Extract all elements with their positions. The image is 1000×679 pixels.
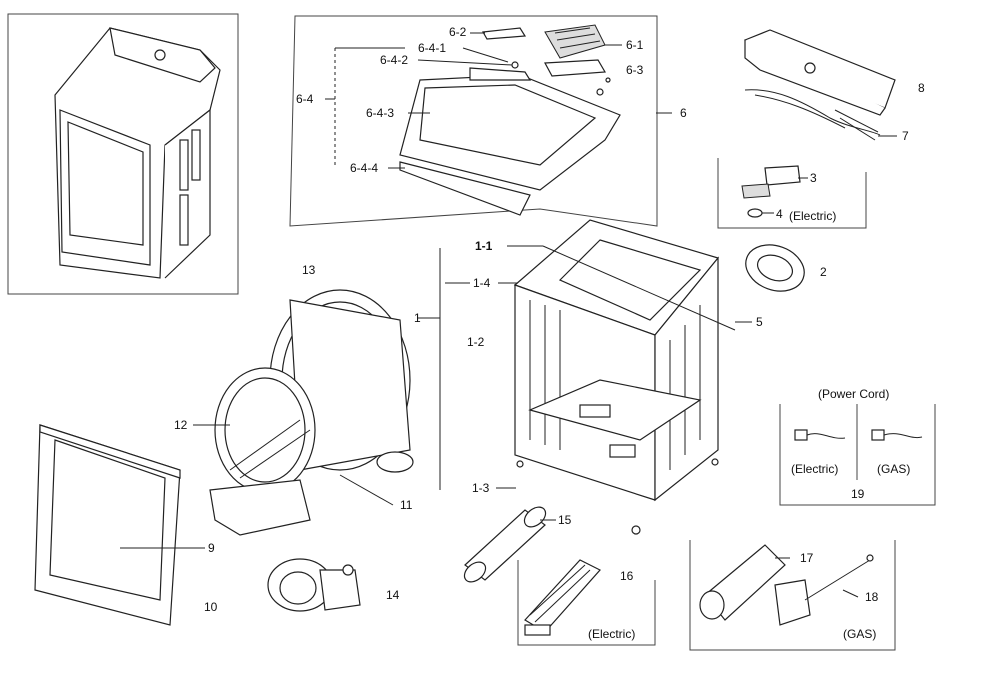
note-power-cord: (Power Cord): [818, 387, 889, 401]
part-2-drawing: [745, 244, 805, 292]
dryer-frame: [7, 13, 239, 295]
label-9: 9: [208, 541, 215, 555]
label-6-4-3: 6-4-3: [366, 106, 394, 120]
label-6: 6: [680, 106, 687, 120]
note-gas-19: (GAS): [877, 462, 910, 476]
label-6-3: 6-3: [626, 63, 644, 77]
label-8: 8: [918, 81, 925, 95]
dryer-assembly-drawing: [7, 13, 239, 295]
note-electric-4: (Electric): [789, 209, 836, 223]
label-6-4-1: 6-4-1: [418, 41, 446, 55]
note-electric-16: (Electric): [588, 627, 635, 641]
label-7: 7: [902, 129, 909, 143]
label-13: 13: [302, 263, 316, 277]
label-18: 18: [865, 590, 879, 604]
parts-3-4-drawing: [741, 165, 801, 218]
part-14-drawing: [267, 558, 361, 612]
label-6-4-2: 6-4-2: [380, 53, 408, 67]
label-14: 14: [386, 588, 400, 602]
label-6-1: 6-1: [626, 38, 644, 52]
label-1-3: 1-3: [472, 481, 490, 495]
part-19-drawing: [794, 429, 923, 441]
label-16: 16: [620, 569, 634, 583]
cabinet-drawing: [513, 219, 720, 502]
label-1-2: 1-2: [467, 335, 485, 349]
drum-assembly-drawing: [209, 289, 414, 536]
label-6-4-4: 6-4-4: [350, 161, 378, 175]
label-6-4: 6-4: [296, 92, 314, 106]
note-electric-19: (Electric): [791, 462, 838, 476]
label-11: 11: [400, 498, 413, 512]
label-4: 4: [776, 207, 783, 221]
part-16-drawing: [524, 559, 601, 636]
note-gas-18: (GAS): [843, 627, 876, 641]
label-1-4: 1-4: [473, 276, 491, 290]
parts-17-18-drawing: [699, 544, 874, 626]
label-2: 2: [820, 265, 827, 279]
door-drawing: [34, 424, 181, 626]
label-19: 19: [851, 487, 865, 501]
label-6-2: 6-2: [449, 25, 467, 39]
screw-drawing: [631, 525, 641, 535]
label-1-1: 1-1: [475, 239, 493, 253]
label-15: 15: [558, 513, 572, 527]
label-1: 1: [414, 311, 421, 325]
label-12: 12: [174, 418, 188, 432]
top-cover-group: [289, 15, 658, 227]
label-5: 5: [756, 315, 763, 329]
control-panel-drawing: [744, 29, 896, 141]
label-3: 3: [810, 171, 817, 185]
label-10: 10: [204, 600, 218, 614]
part-15-drawing: [463, 506, 547, 583]
label-17: 17: [800, 551, 814, 565]
